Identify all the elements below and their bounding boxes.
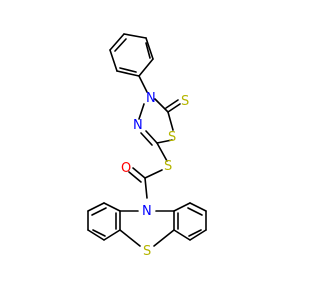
thiadiazole-ring <box>138 98 174 146</box>
bond-phenyl-n4 <box>138 75 148 93</box>
bond-co-b <box>128 171 142 183</box>
atom-phenothiazine-s: S <box>143 244 151 259</box>
phenyl-ring <box>109 33 154 77</box>
atom-n3: N <box>133 118 143 133</box>
atom-thioester-s: S <box>164 159 172 174</box>
bond-left-s <box>119 229 141 247</box>
bond-thione-b <box>165 99 179 109</box>
phenothiazine-left-ring <box>87 202 139 241</box>
bond-co-a <box>132 167 146 179</box>
atom-phenothiazine-n: N <box>142 204 152 219</box>
bond-carbonyl-n <box>144 177 148 199</box>
atom-ring-s: S <box>168 130 176 145</box>
atom-n4: N <box>146 91 156 106</box>
bond-s-carbonyl <box>144 169 163 179</box>
bond-right-s <box>153 229 175 247</box>
molecule-drawing: S N N S S O N S <box>87 33 207 259</box>
atom-labels: S N N S S O N S <box>121 91 189 259</box>
bond-c2-s <box>156 142 168 162</box>
atom-carbonyl-o: O <box>121 161 131 176</box>
atom-thione-s: S <box>181 94 189 109</box>
bond-lines <box>87 33 207 247</box>
phenothiazine-right-ring <box>155 202 207 241</box>
structure-canvas: S N N S S O N S <box>87 33 207 259</box>
bond-thione-a <box>167 103 181 113</box>
